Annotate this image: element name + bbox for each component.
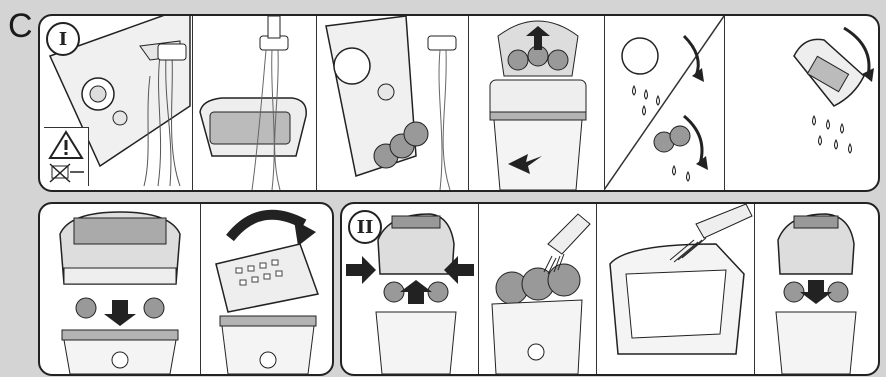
step-one-badge: I — [46, 22, 80, 56]
reattach-head-illustration — [754, 204, 878, 374]
brush-clean-illustration — [478, 204, 596, 374]
panel-shake-dry — [604, 16, 725, 190]
panel-remove-head — [468, 16, 605, 190]
brush-cap-illustration — [596, 204, 754, 374]
panel-rinse-epilator-head — [316, 16, 469, 190]
panel-brush-cap — [596, 204, 755, 374]
close-cap-illustration — [200, 204, 332, 374]
arrow-icon — [400, 280, 432, 304]
attach-cap-illustration — [40, 204, 200, 374]
top-row-frame: I — [38, 14, 880, 192]
warning-box — [44, 127, 89, 186]
bottom-left-frame — [38, 202, 334, 376]
remove-head-illustration — [468, 16, 604, 190]
bottom-right-frame: II — [340, 202, 880, 376]
shake-dry-cap-illustration — [724, 16, 878, 190]
section-letter: C — [8, 6, 38, 46]
panel-reattach-head — [754, 204, 878, 374]
arrow-icon — [104, 300, 136, 326]
panel-shake-dry-cap — [724, 16, 878, 190]
rinse-head-illustration — [192, 16, 316, 190]
shake-dry-illustration — [604, 16, 724, 190]
panel-close-cap — [200, 204, 332, 374]
step-two-badge: II — [348, 210, 382, 244]
arrow-icon — [800, 280, 832, 304]
panel-rinse-head-under-tap — [192, 16, 317, 190]
rinse-epilator-illustration — [316, 16, 468, 190]
arrow-icon — [346, 256, 376, 284]
warning-triangle-icon — [44, 128, 88, 186]
crossed-out-plug-icon — [50, 164, 84, 182]
panel-brush-clean — [478, 204, 597, 374]
panel-attach-cap — [40, 204, 201, 374]
